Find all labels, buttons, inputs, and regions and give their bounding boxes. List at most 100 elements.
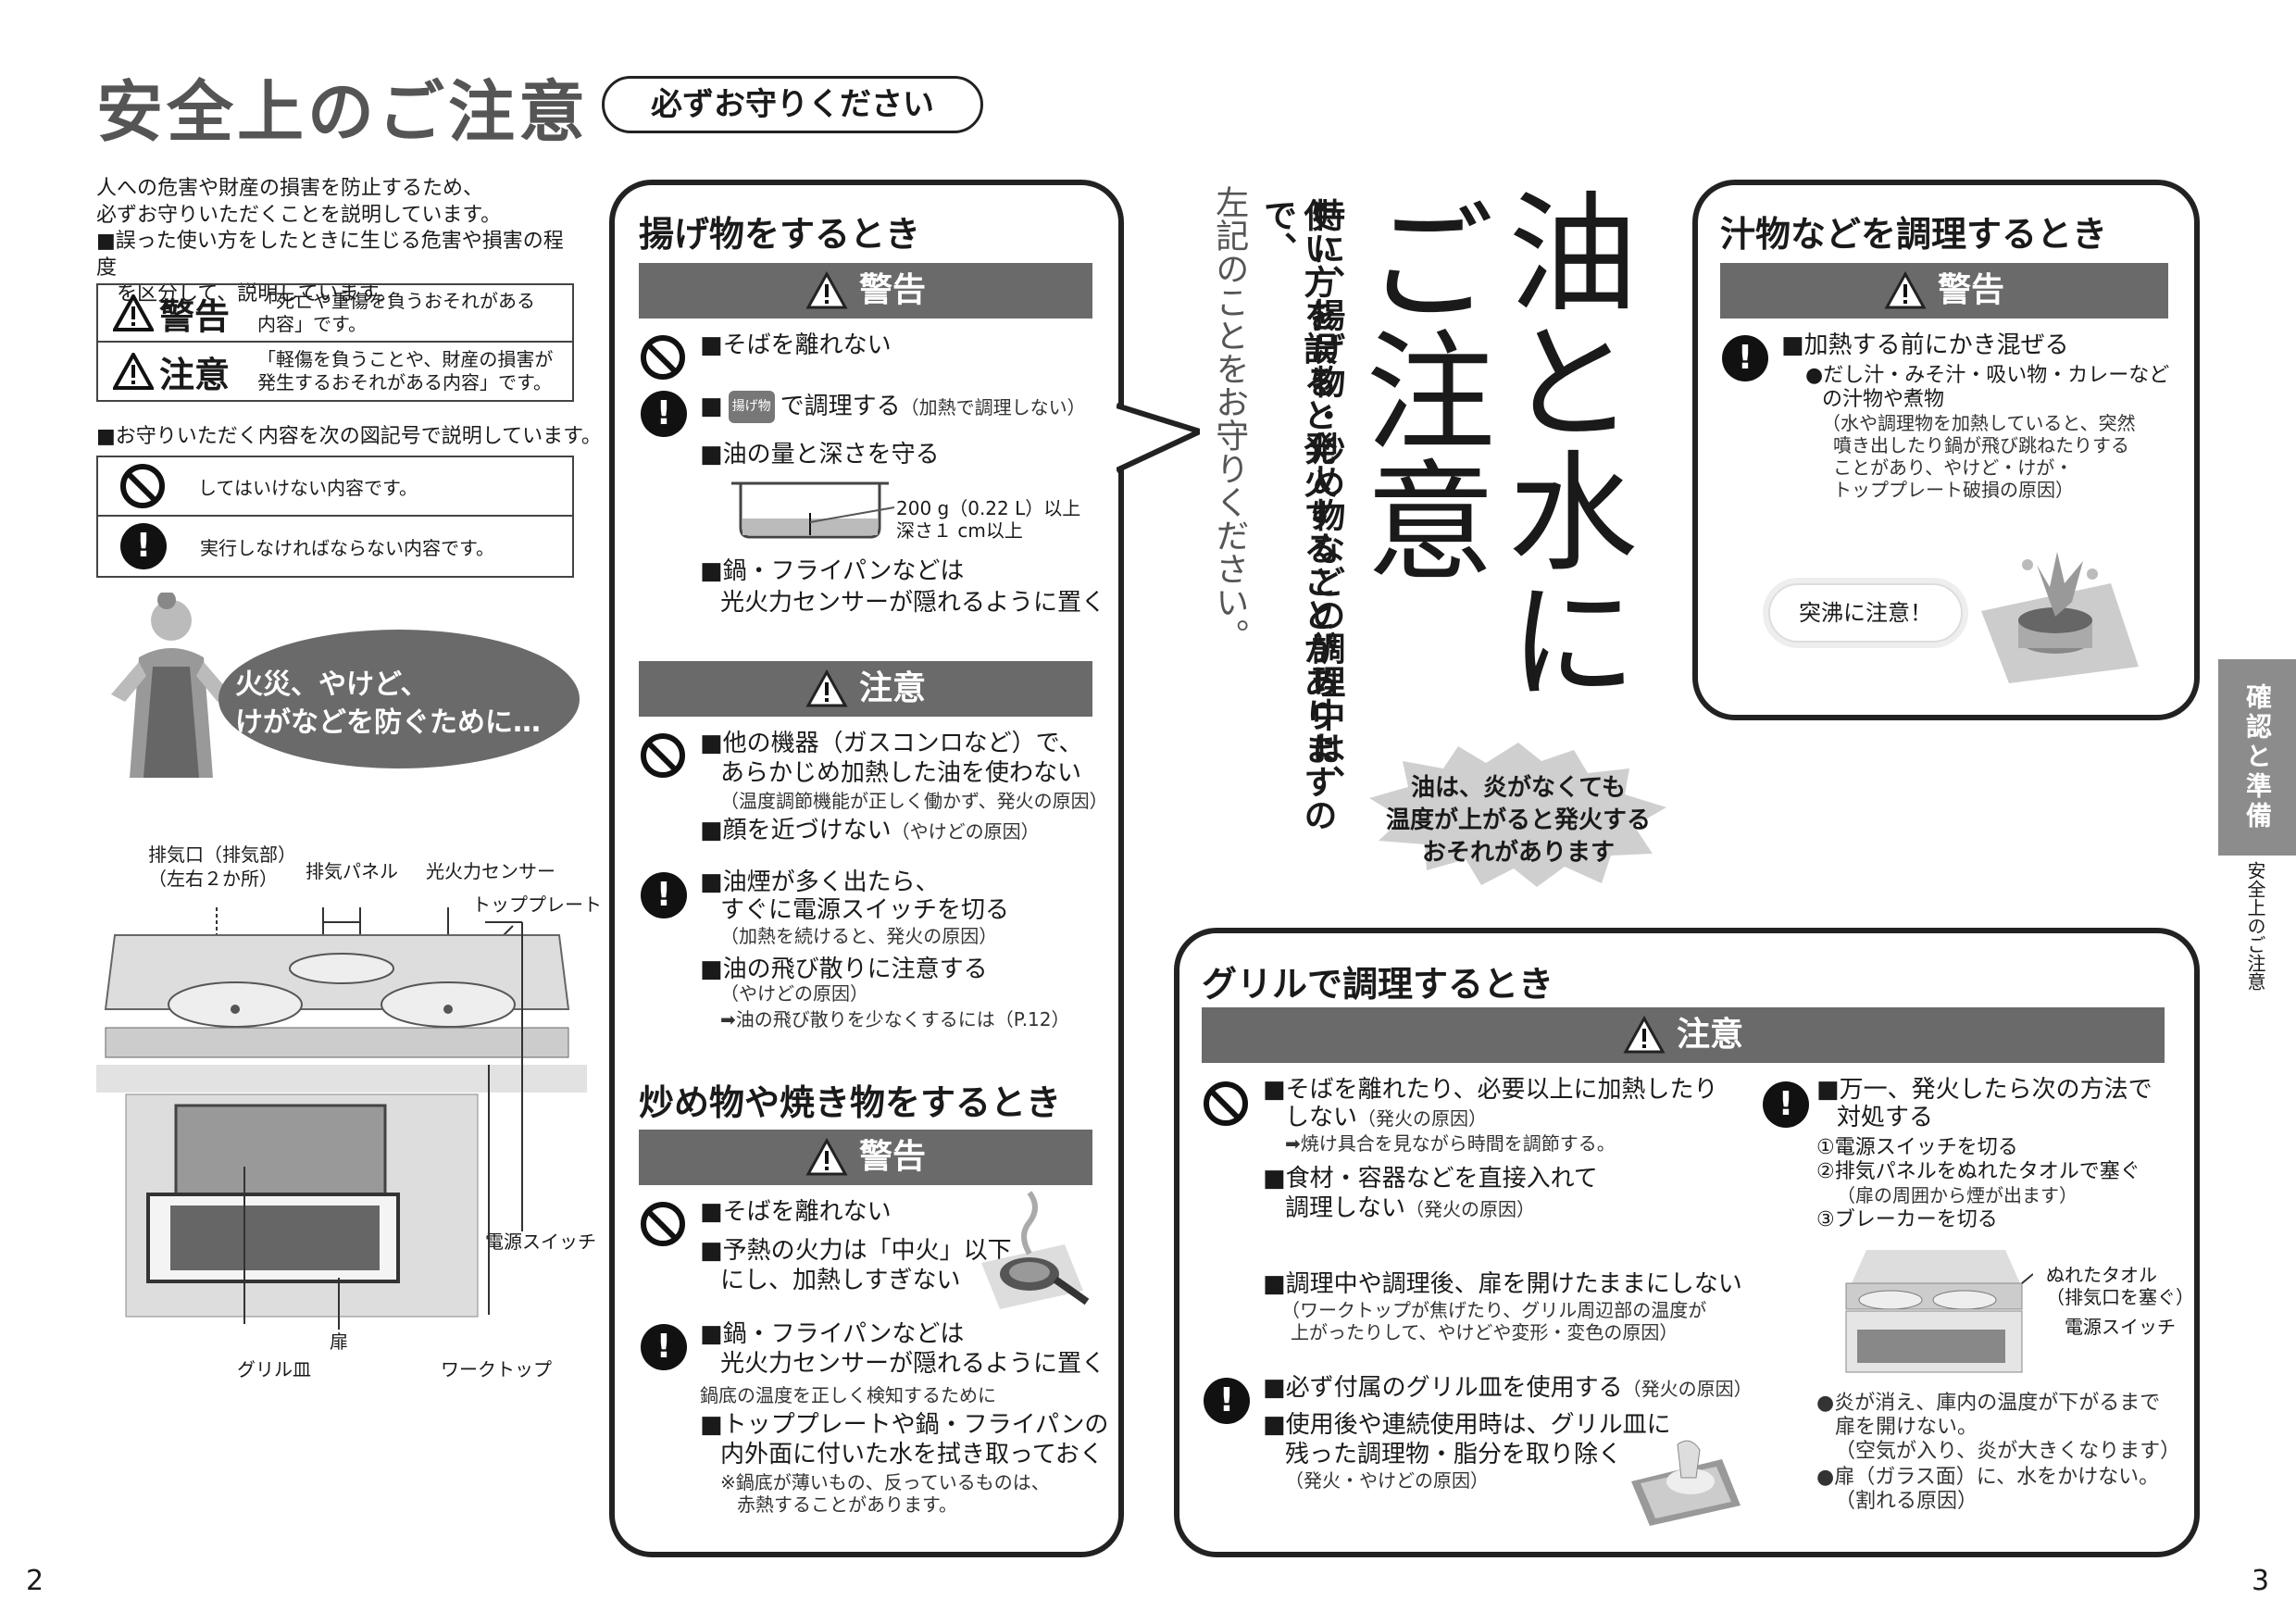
grill-p1r: ➡焼け具合を見ながら時間を調節する。 (1285, 1132, 1616, 1155)
burst-line: 温度が上がると発火する (1385, 806, 1651, 835)
boilover-pot-illustration (1981, 552, 2139, 683)
towel-note: （排気口を塞ぐ） (2046, 1286, 2194, 1308)
mandatory-icon: ! (120, 523, 167, 569)
warning-level-row: 警告 「死亡や重傷を負うおそれがある 内容」です。 (98, 285, 572, 343)
warning-triangle-icon (805, 1138, 848, 1176)
grill-f1a: ■万一、発火したら次の方法で (1816, 1076, 2152, 1104)
grill-p3: ■調理中や調理後、扉を開けたままにしない (1263, 1270, 1742, 1298)
label-top-plate: トッププレート (472, 893, 602, 916)
fry-w2: ■ 揚げ物 で調理する （加熱で調理しない） (700, 391, 1086, 423)
boilover-bubble: 突沸に注意！ (1768, 583, 1963, 643)
intro-line: 人への危害や財産の損害を防止するため、 (96, 177, 484, 200)
page-number-right: 3 (2252, 1565, 2270, 1597)
warning-description: 「死亡や重傷を負うおそれがある 内容」です。 (257, 290, 535, 335)
prohibition-row: してはいけない内容です。 (98, 457, 572, 517)
center-text-line2: 使い方を誤ると発火することがありますので、 (1258, 198, 1338, 831)
mandatory-icon: ! (1722, 335, 1768, 381)
grill-m2b: 残った調理物・脂分を取り除く (1285, 1441, 1623, 1468)
cooktop-diagram (96, 907, 587, 1330)
warning-triangle-icon (805, 271, 848, 309)
caution-label: 注意 (858, 669, 926, 707)
warning-label: 警告 (858, 1138, 926, 1176)
grill-p1b: しない (1285, 1104, 1358, 1131)
fry-warning-header: 警告 (639, 263, 1092, 319)
fry-w3: ■油の量と深さを守る (700, 441, 940, 468)
mandatory-icon: ! (641, 391, 687, 437)
intro-line: ■誤った使い方をしたときに生じる危害や損害の程度 (96, 230, 564, 280)
soup-b1a: ●だし汁・みそ汁・吸い物・カレーなど (1805, 364, 2170, 387)
stirfry-w4n1: ※鍋底が薄いもの、反っているものは、 (720, 1471, 1050, 1493)
towel-label: ぬれたタオル (2046, 1264, 2157, 1286)
speech-pointer (1117, 403, 1200, 473)
warning-label: 警告 (858, 271, 926, 309)
symbol-table: してはいけない内容です。 ! 実行しなければならない内容です。 (96, 456, 574, 578)
soup-warning-header: 警告 (1720, 263, 2168, 319)
grill-s2n: （扉の周囲から煙が出ます） (1837, 1184, 2078, 1206)
grill-m1-text: ■必ず付属のグリル皿を使用する (1263, 1374, 1623, 1402)
prohibition-icon (1204, 1081, 1248, 1126)
grill-b1a: ●炎が消え、庫内の温度が下がるまで (1816, 1392, 2161, 1415)
stirfry-w4a: ■トッププレートや鍋・フライパンの (700, 1411, 1109, 1439)
symbols-intro: ■お守りいただく内容を次の図記号で説明しています。 (96, 425, 602, 448)
fry-panel (609, 180, 1124, 1557)
fry-c1n: （温度調節機能が正しく働かず、発火の原因） (720, 790, 1108, 812)
prohibition-icon (641, 335, 685, 380)
label-exhaust-port: 排気口（排気部） （左右２か所） (148, 843, 296, 890)
grill-pan-wiping-illustration (1631, 1440, 1741, 1526)
prohibition-icon (641, 1202, 685, 1246)
page-number-left: 2 (26, 1565, 44, 1597)
stirfry-w1: ■そばを離れない (700, 1198, 892, 1226)
label-door: 扉 (330, 1330, 348, 1353)
grill-p1a: ■そばを離れたり、必要以上に加熱したり (1263, 1076, 1718, 1104)
grill-m2a: ■使用後や連続使用時は、グリル皿に (1263, 1411, 1671, 1439)
bubble-line: 火災、やけど、 (235, 668, 429, 701)
warning-label: 警告 (159, 295, 231, 337)
grill-p1n: （発火の原因） (1357, 1107, 1488, 1130)
bubble-line: けがなどを防ぐために… (235, 706, 541, 739)
caution-triangle-icon (1623, 1016, 1666, 1054)
grill-b1c: （空気が入り、炎が大きくなります） (1835, 1440, 2181, 1463)
soup-n3: ことがあり、やけど・けが・ (1833, 456, 2074, 479)
fry-w1: ■そばを離れない (700, 331, 892, 359)
stirfry-w2a: ■予熱の火力は「中火」以下 (700, 1237, 1012, 1265)
towel-on-cooktop-illustration (1845, 1250, 2033, 1373)
grill-p2b: 調理しない (1285, 1194, 1406, 1222)
chapter-tab[interactable]: 確認と準備 (2218, 659, 2296, 856)
must-follow-badge: 必ずお守りください (602, 76, 983, 133)
pot-diagram (731, 481, 895, 539)
stirfry-w3n: 鍋底の温度を正しく検知するために (700, 1384, 996, 1406)
soup-n2: 噴き出したり鍋が飛び跳ねたりする (1833, 434, 2129, 456)
grill-section-title: グリルで調理するとき (1202, 964, 1554, 1005)
label-exhaust-panel: 排気パネル (306, 860, 398, 882)
stirfry-w4n2: 赤熱することがあります。 (737, 1493, 957, 1516)
fry-c2-note: （やけどの原因） (891, 820, 1040, 843)
fry-w4a: ■鍋・フライパンなどは (700, 557, 965, 585)
center-text-line3: 左記のことをお守りください。 (1210, 185, 1249, 652)
mandatory-icon: ! (641, 872, 687, 918)
grill-f1b: 対処する (1837, 1104, 1934, 1131)
caution-label: 注意 (159, 354, 231, 395)
caution-triangle-icon (805, 669, 848, 707)
fry-w4b: 光火力センサーが隠れるように置く (720, 589, 1106, 617)
grill-m2n: （発火・やけどの原因） (1285, 1469, 1489, 1492)
burst-text: 油は、炎がなくても 温度が上がると発火する おそれがあります (1366, 772, 1671, 869)
stirfry-w2b: にし、加熱しすぎない (720, 1267, 961, 1294)
fry-c1b: あらかじめ加熱した油を使わない (720, 759, 1082, 787)
fry-caution-header: 注意 (639, 661, 1092, 717)
burst-line: おそれがあります (1421, 839, 1615, 868)
warning-triangle-icon (1884, 271, 1927, 309)
stirfry-w3b: 光火力センサーが隠れるように置く (720, 1350, 1106, 1378)
mandatory-icon: ! (1763, 1081, 1809, 1128)
pot-note-depth: 深さ１ cm以上 (896, 519, 1023, 542)
fry-c3n: （加熱を続けると、発火の原因） (720, 925, 998, 947)
soup-n1: （水や調理物を加熱していると、突然 (1822, 412, 2136, 434)
pot-note-amount: 200 g（0.22 L）以上 (896, 497, 1081, 519)
label-grill-pan: グリル皿 (237, 1358, 311, 1380)
warning-label: 警告 (1937, 271, 2004, 309)
caution-label: 注意 (1676, 1016, 1743, 1054)
fry-c1a: ■他の機器（ガスコンロなど）で、 (700, 730, 1083, 757)
fry-c3a: ■油煙が多く出たら、 (700, 868, 940, 896)
fry-c4-reference-link[interactable]: ➡油の飛び散りを少なくするには（P.12） (720, 1008, 1070, 1031)
prohibition-icon (641, 733, 685, 778)
prohibition-text: してはいけない内容です。 (198, 476, 418, 499)
